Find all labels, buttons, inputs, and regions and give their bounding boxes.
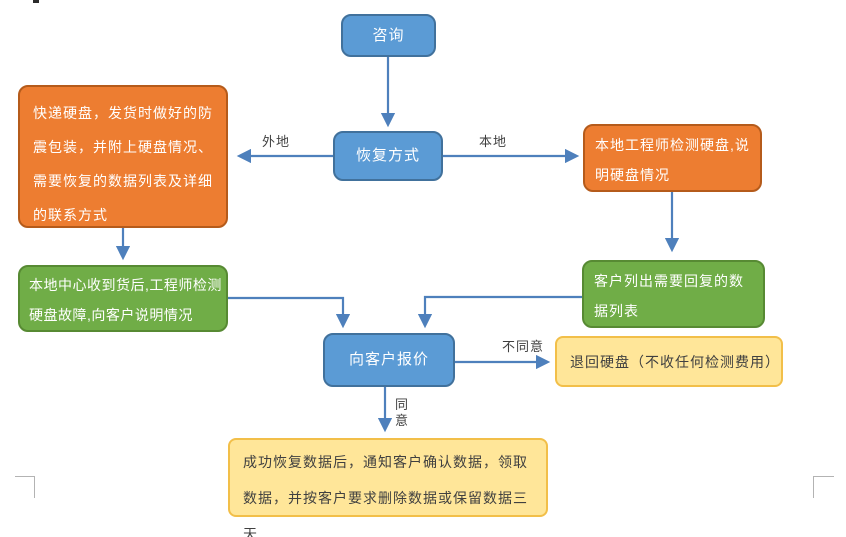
page-margin-mark-top-left — [33, 0, 39, 3]
flow-node-quote-customer[interactable]: 向客户报价 — [323, 333, 455, 387]
flow-node-local-engineer-check[interactable]: 本地工程师检测硬盘,说明硬盘情况 — [583, 124, 762, 192]
flow-node-center-receive-check[interactable]: 本地中心收到货后,工程师检测硬盘故障,向客户说明情况 — [18, 265, 228, 332]
flow-node-consult[interactable]: 咨询 — [341, 14, 436, 57]
flow-node-customer-data-list[interactable]: 客户列出需要回复的数据列表 — [582, 260, 765, 328]
arrow-data-list-to-quote — [417, 295, 582, 329]
edge-label-disagree: 不同意 — [502, 339, 545, 354]
flow-node-consult-label: 咨询 — [372, 26, 405, 44]
page-margin-mark-bottom-right — [813, 476, 834, 498]
flow-node-recovery-method[interactable]: 恢复方式 — [333, 131, 443, 181]
flow-node-quote-customer-label: 向客户报价 — [348, 351, 429, 368]
flow-node-return-disk[interactable]: 退回硬盘（不收任何检测费用） — [555, 336, 783, 387]
flow-node-recovery-method-label: 恢复方式 — [355, 147, 420, 164]
edge-label-offsite: 外地 — [262, 134, 291, 149]
edge-label-local: 本地 — [479, 134, 508, 149]
flow-node-return-disk-label: 退回硬盘（不收任何检测费用） — [570, 353, 780, 370]
flow-node-ship-disk[interactable]: 快递硬盘，发货时做好的防震包装，并附上硬盘情况、需要恢复的数据列表及详细的联系方… — [18, 85, 228, 228]
arrow-center-check-to-quote — [228, 296, 351, 329]
page-margin-mark-bottom-left — [15, 476, 35, 498]
edge-label-agree: 同意 — [395, 397, 410, 428]
flow-node-success-recover[interactable]: 成功恢复数据后，通知客户确认数据，领取数据，并按客户要求删除数据或保留数据三天 — [228, 438, 548, 537]
